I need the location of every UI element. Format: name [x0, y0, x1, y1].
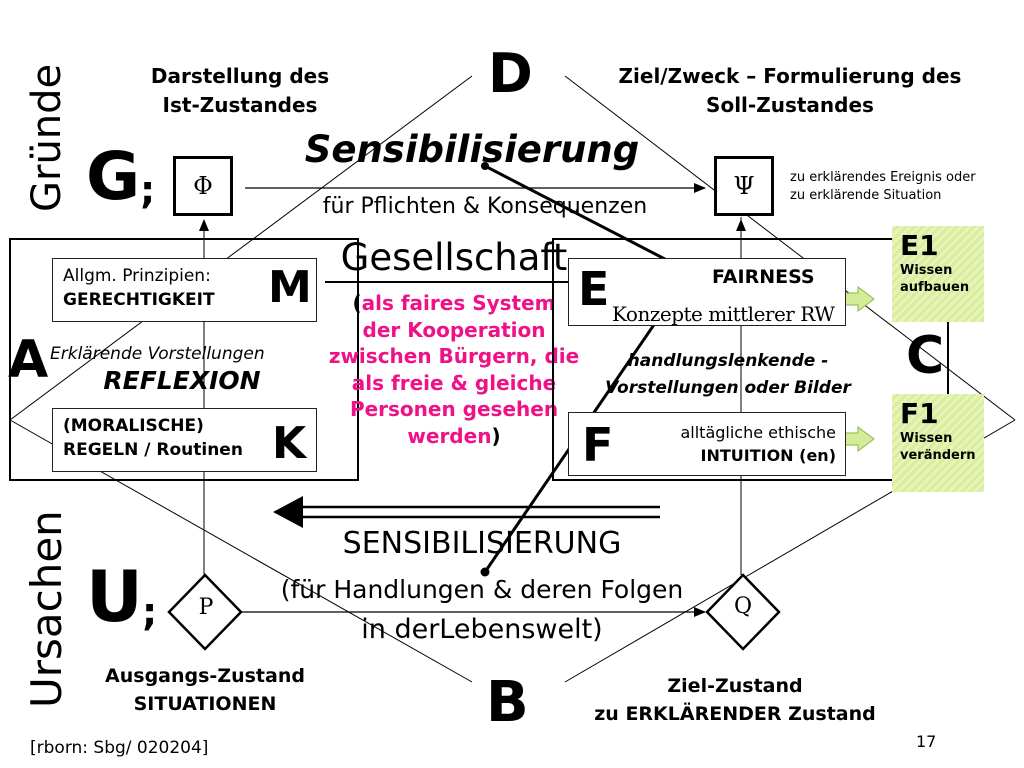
reflexion-text: REFLEXION: [103, 366, 261, 395]
box-f: [568, 412, 846, 476]
diamond-edge-top-left: [9, 75, 473, 421]
pink-line-2: der Kooperation: [362, 317, 546, 342]
psi-note: zu erklärendes Ereignis oder zu erklären…: [790, 169, 976, 205]
ist-zustand-text: Darstellung des Ist-Zustandes: [120, 62, 360, 120]
box-k-line2: REGELN / Routinen: [63, 440, 243, 460]
ziel-line1: Ziel-Zustand: [667, 675, 803, 697]
psi-note-line1: zu erklärendes Ereignis oder: [790, 170, 976, 185]
q-diamond: [705, 573, 781, 651]
ziel-line2: zu ERKLÄRENDER Zustand: [594, 703, 876, 725]
letter-m: M: [268, 262, 312, 313]
pink-line-1: als faires System: [361, 291, 556, 315]
intuition-text: alltägliche ethische INTUITION (en): [660, 421, 836, 467]
e1-box: E1 Wissen aufbauen: [892, 226, 984, 322]
box-m-line1: Allgm. Prinzipien:: [63, 266, 211, 286]
psi-note-line2: zu erklärende Situation: [790, 188, 942, 203]
g-semicolon: ;: [140, 168, 156, 212]
soll-zustand-line2: Soll-Zustandes: [706, 93, 874, 117]
box-m: Allgm. Prinzipien: GERECHTIGKEIT: [52, 258, 317, 322]
phi-box: Φ: [173, 156, 233, 216]
psi-box: Ψ: [714, 156, 774, 216]
erklaerende-text: Erklärende Vorstellungen: [50, 344, 265, 364]
letter-e: E: [578, 262, 610, 316]
e1-title: E1: [900, 229, 939, 262]
letter-k: K: [272, 418, 307, 469]
ist-zustand-line1: Darstellung des: [150, 64, 330, 88]
ausgangs-line1: Ausgangs-Zustand: [105, 665, 305, 687]
box-m-line2: GERECHTIGKEIT: [63, 290, 215, 310]
zigzag-dot-bottom: [480, 567, 490, 577]
psi-symbol: Ψ: [733, 172, 755, 200]
intuition-line2: INTUITION (en): [700, 446, 837, 465]
double-arrow-head: [273, 496, 303, 528]
f1-title: F1: [900, 397, 939, 430]
ausgangs-zustand-text: Ausgangs-Zustand SITUATIONEN: [90, 662, 320, 718]
ziel-zustand-text: Ziel-Zustand zu ERKLÄRENDER Zustand: [570, 672, 900, 728]
source-note: [rborn: Sbg/ 020204]: [30, 738, 209, 758]
handlungslenkende-text: handlungslenkende - Vorstellungen oder B…: [578, 348, 878, 402]
intuition-line1: alltägliche ethische: [680, 423, 836, 442]
letter-u: U: [86, 556, 143, 638]
box-k: (MORALISCHE) REGELN / Routinen: [52, 408, 317, 472]
u-semicolon: ;: [142, 590, 158, 634]
gesellschaft-text: (als faires System der Kooperation zwisc…: [312, 290, 596, 449]
sensibilisierung-subtitle: für Pflichten & Konsequenzen: [322, 194, 648, 219]
letter-a: A: [8, 330, 49, 390]
right-frame: [552, 238, 949, 481]
f1-box: F1 Wissen verändern: [892, 394, 984, 492]
ursachen-label: Ursachen: [22, 510, 71, 708]
paren-close: ): [491, 423, 501, 448]
gesellschaft-title: Gesellschaft: [340, 236, 568, 279]
paren-open: (: [352, 291, 362, 315]
pink-line-6: werden: [407, 423, 492, 448]
letter-c: C: [906, 326, 945, 386]
sensibilisierung2-line1: (für Handlungen & deren Folgen: [280, 575, 684, 604]
gruende-label: Gründe: [24, 63, 70, 212]
soll-zustand-text: Ziel/Zweck – Formulierung des Soll-Zusta…: [595, 62, 985, 120]
handlungslenkende-line2: Vorstellungen oder Bilder: [605, 378, 851, 398]
e1-line1: Wissen: [900, 263, 953, 278]
ausgangs-line2: SITUATIONEN: [133, 693, 277, 715]
page-number: 17: [916, 732, 937, 751]
box-k-line1: (MORALISCHE): [63, 416, 204, 436]
letter-g: G: [86, 138, 141, 215]
ist-zustand-line2: Ist-Zustandes: [162, 93, 318, 117]
p-diamond: [167, 573, 243, 651]
sensibilisierung2-line2: in derLebenswelt): [361, 614, 603, 645]
soll-zustand-line1: Ziel/Zweck – Formulierung des: [618, 64, 962, 88]
letter-f: F: [582, 418, 614, 472]
f1-line2: verändern: [900, 448, 976, 463]
p-label: P: [198, 595, 214, 620]
sensibilisierung-title: Sensibilisierung: [304, 128, 640, 171]
zigzag-dot-top: [481, 162, 489, 170]
q-label: Q: [733, 594, 753, 619]
konzepte-text: Konzepte mittlerer RW: [612, 302, 835, 326]
diamond-edge-top-right: [564, 75, 1016, 421]
left-frame: [9, 238, 359, 481]
e1-line2: aufbauen: [900, 280, 970, 295]
letter-b: B: [486, 670, 529, 735]
pink-line-3: zwischen Bürgern, die: [328, 344, 580, 368]
letter-d: D: [488, 42, 533, 105]
pink-line-4: als freie & gleiche: [351, 370, 557, 395]
pink-line-5: Personen gesehen: [349, 397, 559, 421]
box-e: [568, 258, 846, 326]
f1-line1: Wissen: [900, 431, 953, 446]
phi-symbol: Φ: [193, 172, 213, 200]
sensibilisierung2-title: SENSIBILISIERUNG: [342, 526, 622, 561]
handlungslenkende-line1: handlungslenkende -: [627, 351, 829, 371]
fairness-text: FAIRNESS: [712, 266, 815, 288]
